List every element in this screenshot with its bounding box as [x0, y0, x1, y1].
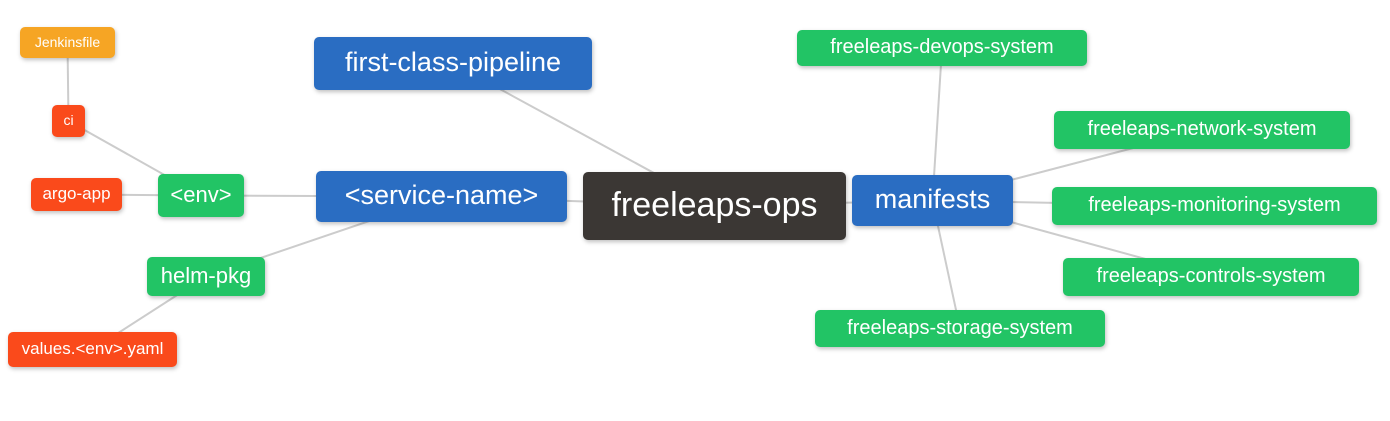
node-freeleaps-ops[interactable]: freeleaps-ops — [583, 172, 846, 240]
node-label: first-class-pipeline — [344, 47, 562, 77]
node-label: ci — [63, 112, 74, 128]
node-label: <env> — [170, 181, 232, 207]
node-label: Jenkinsfile — [34, 33, 101, 50]
node-label: manifests — [874, 184, 991, 214]
node-label: helm-pkg — [160, 262, 252, 288]
node-first-class-pipeline[interactable]: first-class-pipeline — [314, 37, 592, 90]
node-argo-app[interactable]: argo-app — [31, 178, 122, 211]
node-label: freeleaps-ops — [611, 186, 818, 224]
node-ci[interactable]: ci — [52, 105, 85, 137]
node-label: freeleaps-devops-system — [830, 36, 1054, 58]
node-env[interactable]: <env> — [158, 174, 244, 217]
node-label: freeleaps-controls-system — [1096, 265, 1326, 287]
node-freeleaps-controls-system[interactable]: freeleaps-controls-system — [1063, 258, 1359, 296]
node-freeleaps-storage-system[interactable]: freeleaps-storage-system — [815, 310, 1105, 347]
node-service-name[interactable]: <service-name> — [316, 171, 567, 222]
node-jenkinsfile[interactable]: Jenkinsfile — [20, 27, 115, 58]
node-label: values.<env>.yaml — [21, 339, 164, 358]
node-label: freeleaps-monitoring-system — [1088, 194, 1341, 216]
node-values-env-yaml[interactable]: values.<env>.yaml — [8, 332, 177, 367]
node-helm-pkg[interactable]: helm-pkg — [147, 257, 265, 296]
node-freeleaps-monitoring-system[interactable]: freeleaps-monitoring-system — [1052, 187, 1377, 225]
node-freeleaps-network-system[interactable]: freeleaps-network-system — [1054, 111, 1350, 149]
node-label: freeleaps-network-system — [1087, 118, 1317, 140]
node-manifests[interactable]: manifests — [852, 175, 1013, 226]
node-freeleaps-devops-system[interactable]: freeleaps-devops-system — [797, 30, 1087, 66]
node-label: <service-name> — [344, 180, 539, 210]
node-label: argo-app — [42, 184, 111, 203]
node-label: freeleaps-storage-system — [847, 316, 1073, 339]
